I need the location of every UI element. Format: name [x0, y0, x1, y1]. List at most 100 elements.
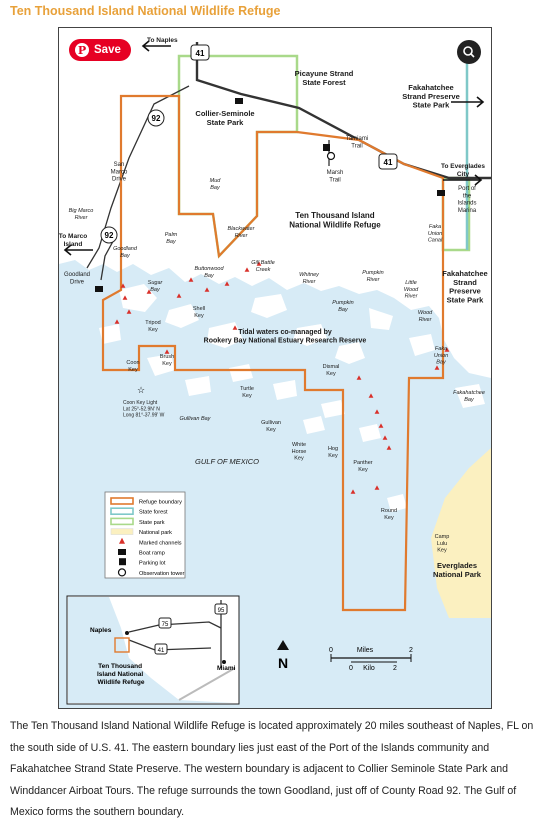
legend-swatch: [119, 537, 125, 544]
marked-channel-icon: [382, 435, 388, 440]
svg-text:Miles: Miles: [357, 647, 374, 654]
island: [185, 376, 211, 396]
label-gullivan-bay: Gullivan Bay: [180, 416, 212, 422]
svg-text:N: N: [278, 655, 288, 671]
island: [369, 308, 393, 330]
boat-ramp-icon: [95, 286, 103, 292]
svg-text:41: 41: [158, 648, 165, 654]
marked-channel-icon: [176, 293, 182, 298]
marked-channel-icon: [204, 287, 210, 292]
legend-swatch: [117, 568, 127, 577]
inset-miami-dot: [222, 660, 226, 664]
legend-item: State forest: [110, 507, 168, 516]
legend-swatch: [110, 517, 134, 526]
inset-keys: [178, 667, 236, 701]
marked-channel-icon: [356, 375, 362, 380]
marked-channel-icon: [368, 393, 374, 398]
svg-text:41: 41: [196, 49, 205, 58]
marked-channel-icon: [378, 423, 384, 428]
boat-ramp-icon: [235, 98, 243, 104]
marked-channel-icon: [122, 295, 128, 300]
inset-refuge-marker: [114, 637, 130, 653]
legend-label: Marked channels: [139, 540, 182, 546]
inset-miami-label: Miami: [217, 665, 236, 672]
marked-channels: [114, 261, 450, 494]
svg-text:0: 0: [329, 647, 333, 654]
island: [321, 400, 345, 418]
legend-label: State forest: [139, 510, 168, 516]
marked-channel-icon: [164, 349, 170, 354]
island: [165, 304, 199, 328]
island: [273, 380, 297, 400]
island: [335, 342, 365, 364]
legend-label: Parking lot: [139, 561, 166, 567]
svg-text:2: 2: [409, 647, 413, 654]
island: [99, 324, 121, 344]
north-arrow: N: [277, 640, 289, 671]
island: [387, 494, 407, 512]
legend-label: State park: [139, 520, 165, 526]
legend-swatch: [110, 507, 134, 516]
save-label: Save: [94, 44, 121, 56]
visual-search-lens-button[interactable]: [457, 40, 481, 64]
svg-text:75: 75: [162, 622, 169, 628]
arrow-to-naples-icon: [141, 40, 171, 52]
inset-i75: [128, 621, 222, 633]
map-caption: The Ten Thousand Island National Wildlif…: [10, 720, 534, 818]
us-41-road: [195, 42, 491, 180]
legend-swatch: [119, 558, 126, 566]
observation-tower-icon: [326, 151, 336, 161]
arrow-everglades-icon: [443, 174, 483, 186]
legend-item: Boat ramp: [118, 549, 165, 557]
marked-channel-icon: [386, 445, 392, 450]
pinterest-icon: P: [75, 43, 89, 57]
svg-text:0: 0: [349, 665, 353, 672]
marked-channel-icon: [374, 409, 380, 414]
island: [147, 354, 175, 376]
marked-channel-icon: [244, 267, 250, 272]
marked-channel-icon: [350, 489, 356, 494]
marked-channel-icon: [444, 347, 450, 352]
inset-route-41-shield: 41: [154, 643, 168, 655]
marked-channel-icon: [434, 365, 440, 370]
route-41-shield: 41: [190, 44, 210, 61]
label-gulf: GULF OF MEXICO: [195, 457, 259, 466]
page-title: Ten Thousand Island National Wildlife Re…: [10, 4, 281, 18]
legend-swatch: [110, 528, 134, 535]
inset-refuge-label: Ten Thousand Island National Wildlife Re…: [97, 663, 145, 686]
svg-text:41: 41: [384, 158, 393, 167]
marked-channel-icon: [126, 309, 132, 314]
route-92-shield: 92: [147, 109, 165, 127]
svg-text:Kilo: Kilo: [363, 665, 375, 672]
marked-channel-icon: [224, 281, 230, 286]
legend-label: Boat ramp: [139, 551, 165, 557]
pinterest-save-button[interactable]: P Save: [69, 39, 131, 61]
